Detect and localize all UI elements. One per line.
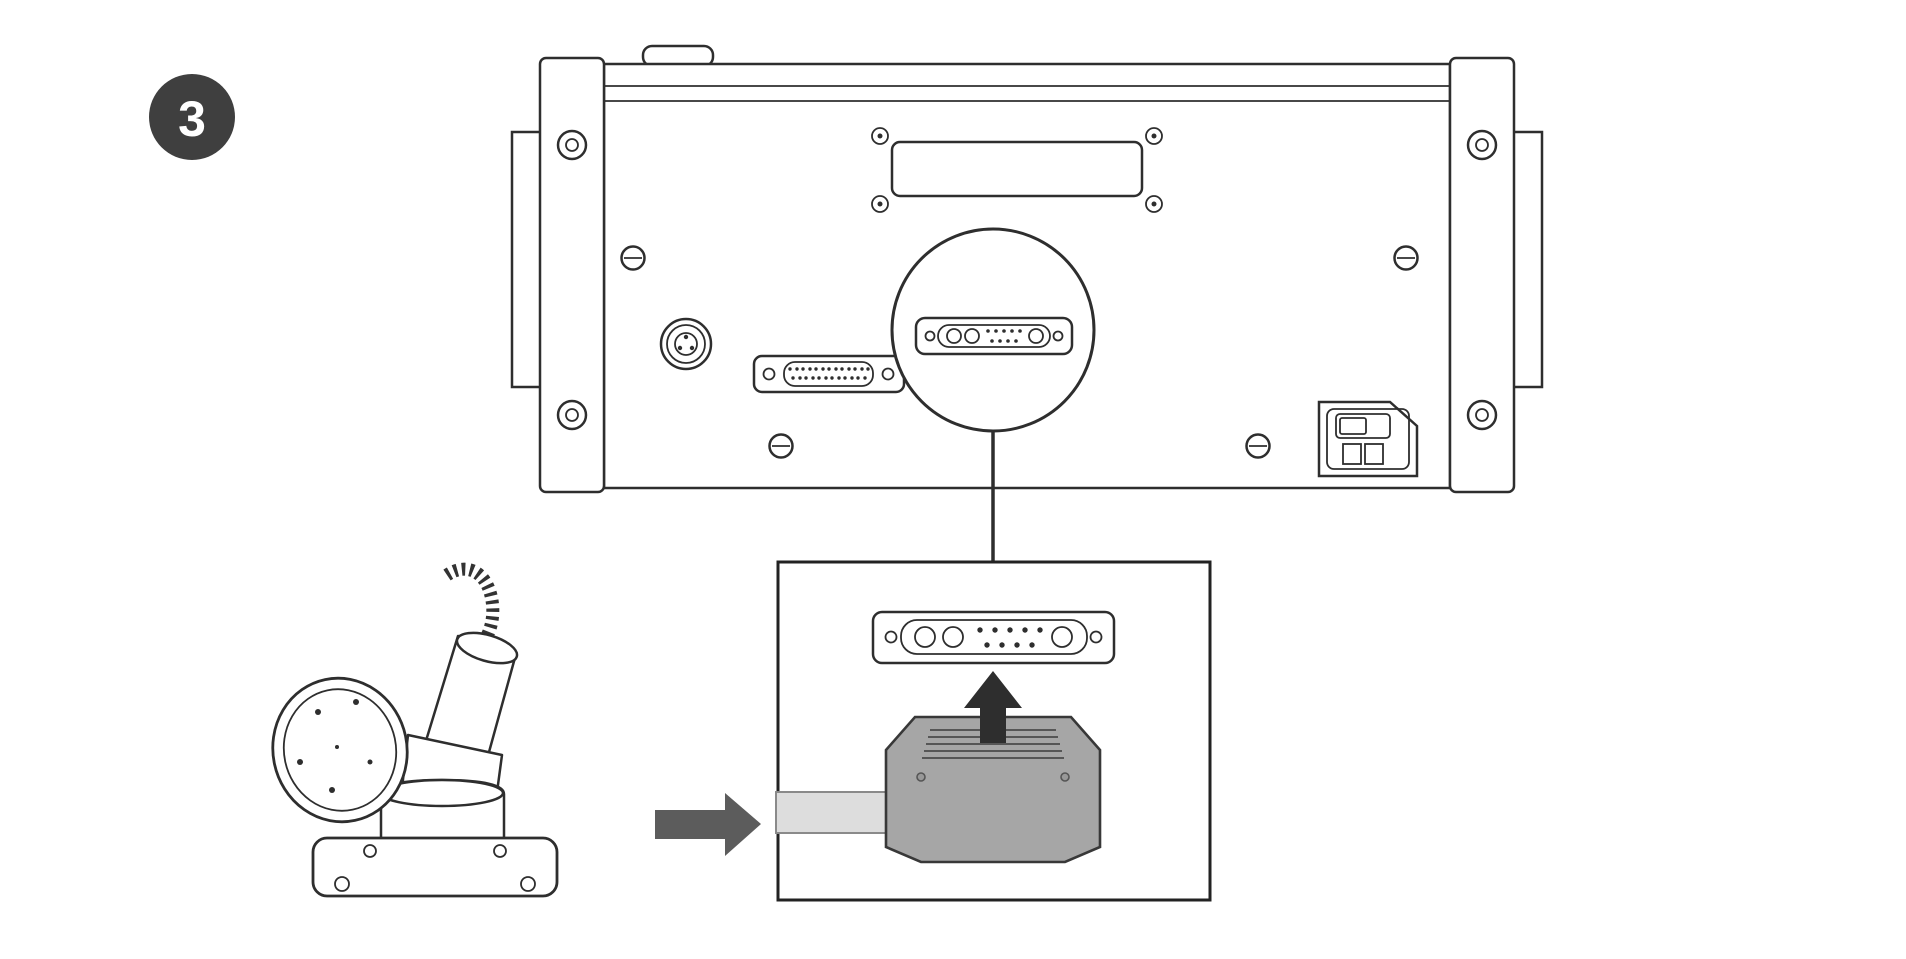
io-connector-small [914,316,1074,356]
flange-bolt-hole [334,876,350,892]
flange-bolt-hole [493,844,507,858]
power-pin [1051,626,1073,648]
connector-screw-hole [762,367,776,381]
connector-plug [884,715,1102,864]
ear-screw-hole [556,399,588,431]
power-inlet [1317,400,1419,478]
flange-bolt-hole [520,876,536,892]
top-cutout-plate [871,127,1163,213]
up-arrow-icon [964,671,1022,743]
db25-pins [788,367,870,380]
ear-screw-hole [556,129,588,161]
inlet-slot [1342,443,1362,465]
panel-screws [620,245,1419,459]
robot-base-flange [311,836,559,898]
signal-pins [986,329,1022,343]
connector-screw-hole [1052,330,1064,342]
plate-screw [1145,195,1163,213]
robot-cable [443,562,500,639]
flat-screw [768,433,794,459]
step-number: 3 [178,91,206,147]
plate-screw [1145,127,1163,145]
inlet-slot [1364,443,1384,465]
signal-pins [977,627,1043,648]
flat-screw [620,245,646,271]
callout-circle [890,227,1096,433]
robot-tool-face [271,676,409,824]
power-switch [1335,413,1391,439]
zoom-box [775,560,1212,902]
db25-connector [752,354,906,394]
power-pin [942,626,964,648]
connector-screw-hole [1089,630,1103,644]
robot-elbow-cap [455,631,519,665]
flat-screw [1393,245,1419,271]
connector-screw-hole [881,367,895,381]
plate-screw [871,127,889,145]
robot-arm [271,562,559,898]
connector-screw-hole [924,330,936,342]
ear-screw-hole [1466,129,1498,161]
step-badge-circle [149,74,235,160]
cable [775,791,891,834]
ear-screw-hole [1466,399,1498,431]
step-badge: 3 [149,74,235,160]
io-connector-large [871,610,1116,665]
connector-screw-hole [884,630,898,644]
plug-screw [1060,772,1070,782]
plug-screw [916,772,926,782]
power-pin [1028,328,1044,344]
din-connector [659,317,713,371]
plate-screw [871,195,889,213]
control-box [510,44,1544,494]
power-pin [914,626,936,648]
flat-screw [1245,433,1271,459]
right-arrow-icon [655,793,761,856]
flange-bolt-hole [363,844,377,858]
power-pin [964,328,980,344]
rack-ear-left [538,56,606,494]
rack-ear-right [1448,56,1516,494]
plug-body [884,715,1102,864]
power-pin [946,328,962,344]
